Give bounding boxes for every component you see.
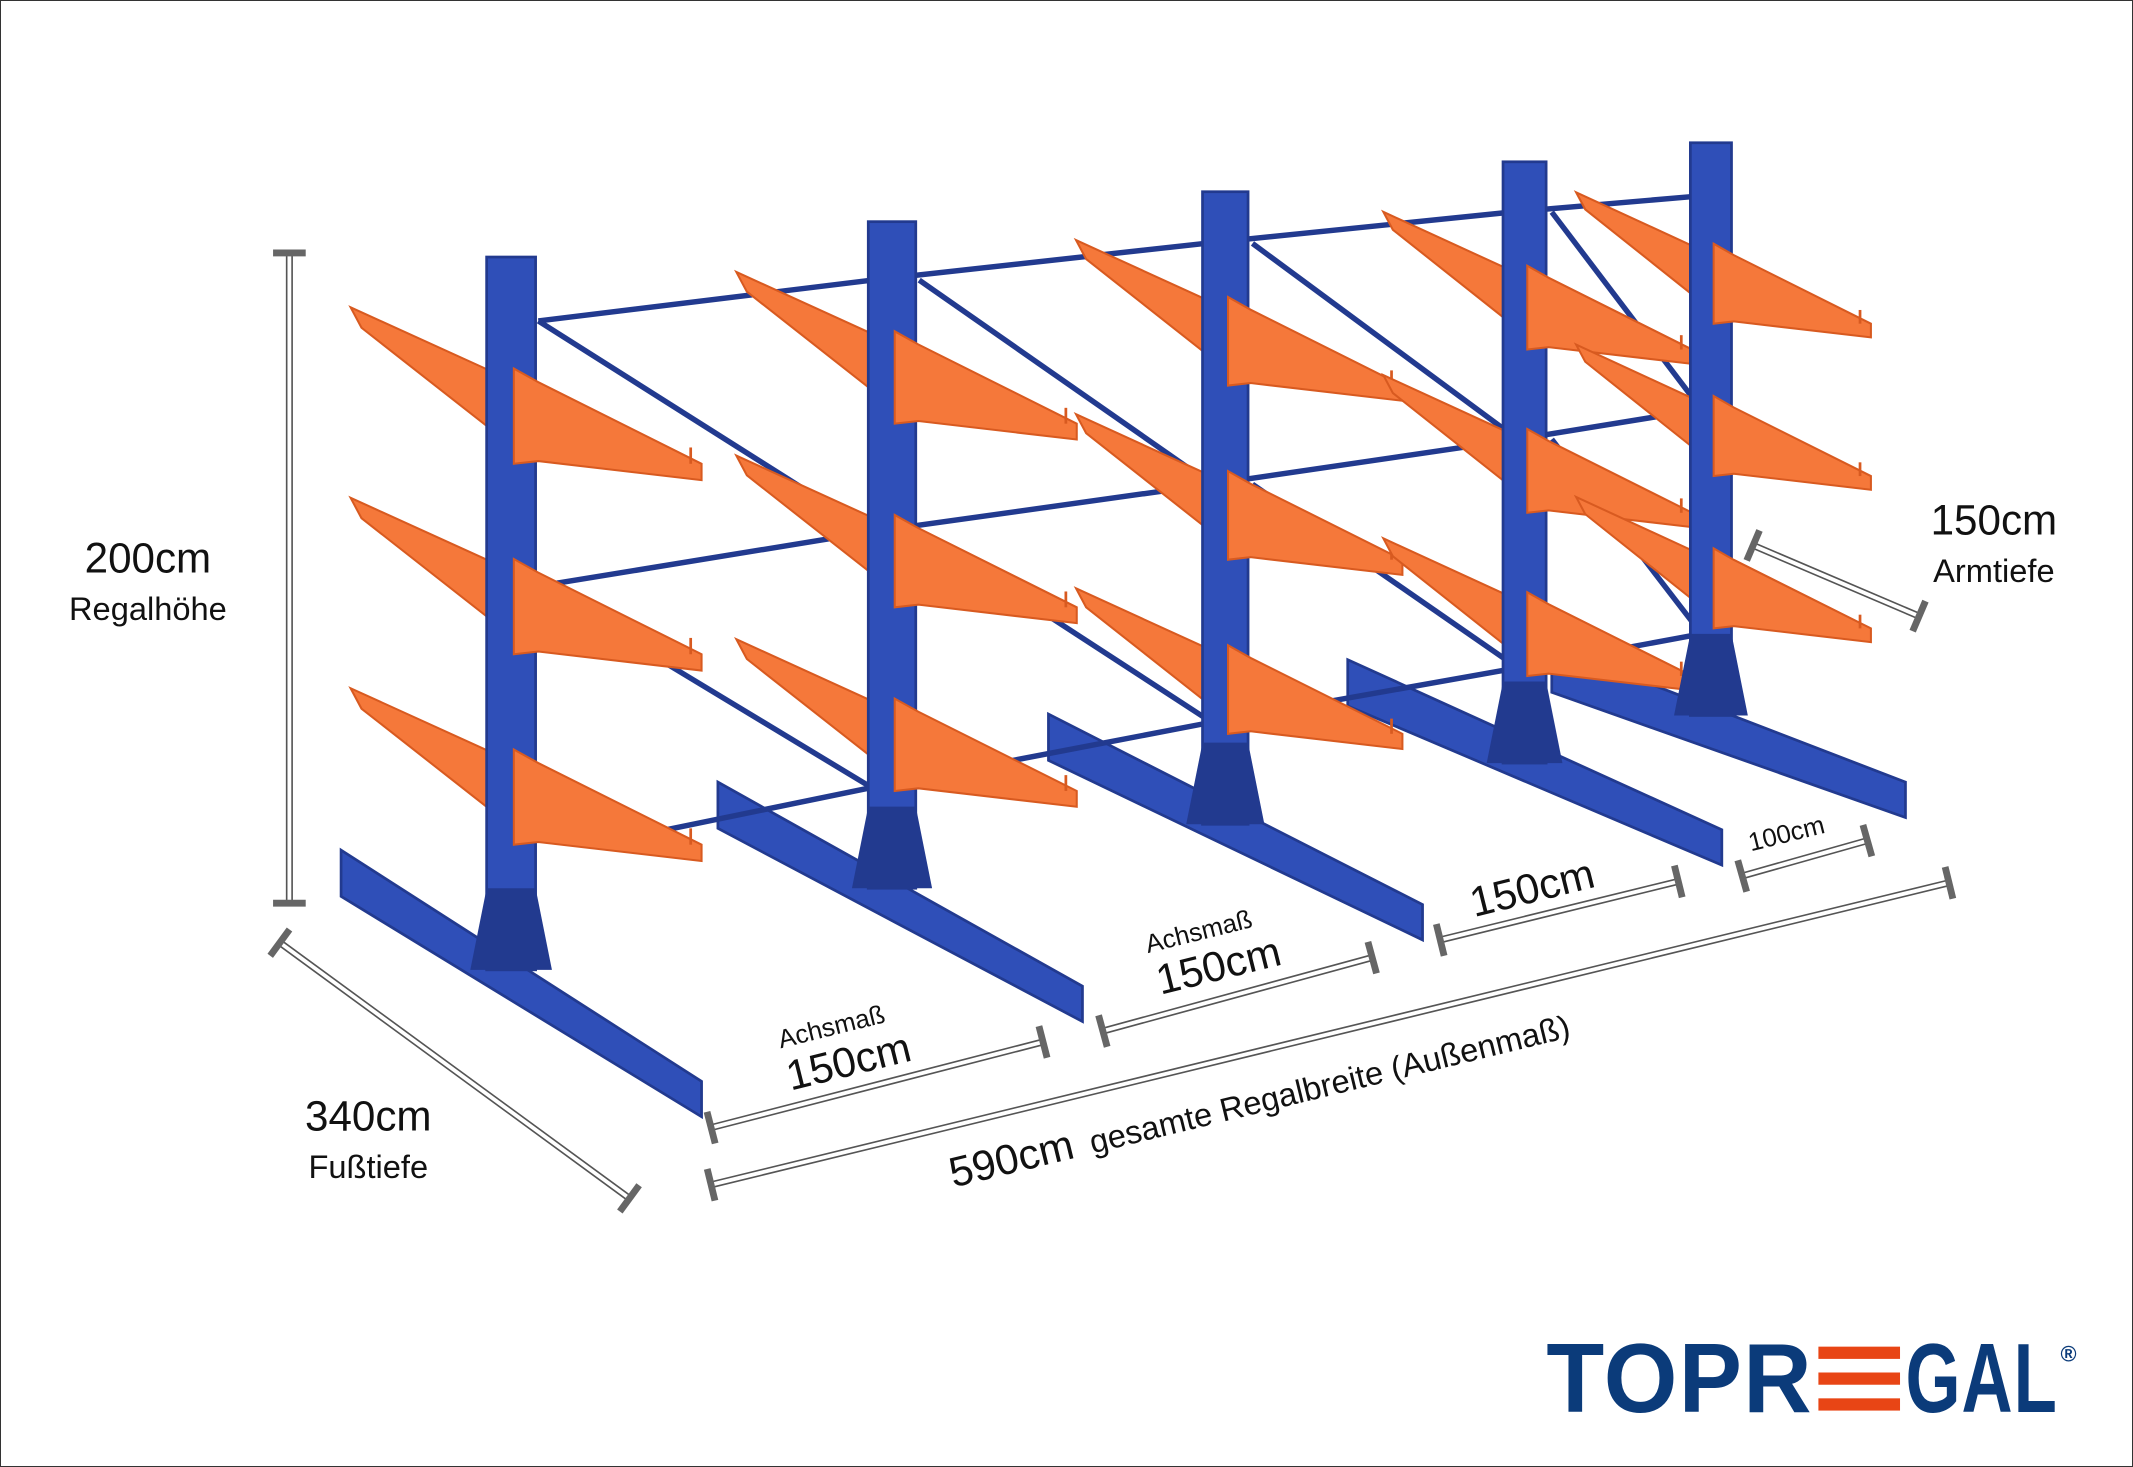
base-beam: [716, 779, 1084, 1024]
height-caption: Regalhöhe: [69, 590, 227, 627]
column-foot: [1186, 742, 1265, 825]
base-beam: [1047, 711, 1424, 943]
arm-right: [893, 329, 1078, 441]
arm-left: [1573, 190, 1702, 303]
arm-left: [348, 495, 502, 630]
arm-right: [512, 557, 703, 672]
dimension-line: [1103, 959, 1374, 1035]
dimension-line: [1751, 547, 1919, 620]
dimension-line: [1439, 877, 1678, 939]
foot-depth-value: 340cm: [305, 1092, 432, 1139]
dimension-line: [1440, 883, 1680, 944]
registered-mark: ®: [2061, 1342, 2077, 1367]
dimension-cap: [703, 1110, 719, 1145]
arm-left: [1073, 412, 1216, 537]
height-label: 200cm Regalhöhe: [69, 535, 227, 628]
diagonal-brace: [1549, 210, 1704, 412]
foot-depth-label: 340cm Fußtiefe: [305, 1092, 432, 1185]
dimension-lines: [267, 249, 1957, 1214]
arm-right: [1226, 295, 1404, 402]
dimension-cap: [1035, 1025, 1051, 1059]
arm-left: [348, 305, 502, 439]
base-beam: [1550, 644, 1907, 820]
dimension-line: [280, 939, 632, 1197]
dimension-line: [1101, 954, 1372, 1030]
arm-right: [1226, 643, 1404, 751]
dimension-cap: [1095, 1014, 1111, 1048]
height-value: 200cm: [85, 535, 212, 582]
column-foot: [470, 888, 552, 970]
column-foot: [851, 806, 933, 889]
arm-depth-value: 150cm: [1931, 497, 2058, 544]
dimension-cap: [1941, 866, 1957, 900]
topregal-logo: TOPR GAL ®: [1546, 1323, 2076, 1433]
dimension-cap: [1859, 823, 1876, 858]
arm-right: [893, 696, 1078, 808]
total-width-value: 590cm: [944, 1121, 1078, 1197]
overhang-value: 100cm: [1746, 811, 1828, 857]
base-beam: [339, 847, 703, 1120]
dimension-cap: [1734, 859, 1750, 893]
arm-right: [1526, 263, 1694, 366]
dimension-line: [711, 884, 1950, 1189]
diagonal-brace: [917, 277, 1214, 487]
dimension-cap: [703, 1168, 719, 1202]
dimension-cap: [617, 1183, 642, 1214]
dimension-line: [711, 1043, 1044, 1132]
arm-left: [348, 686, 502, 820]
arm-left: [733, 453, 883, 584]
arm-left: [1073, 237, 1216, 363]
base-beams: [339, 644, 1907, 1120]
dimension-line: [277, 944, 629, 1202]
arm-left: [733, 269, 883, 400]
arm-depth-label: 150cm Armtiefe: [1931, 497, 2058, 590]
dimension-cap: [1909, 599, 1929, 633]
arm-depth-caption: Armtiefe: [1933, 552, 2054, 589]
arm-left: [1380, 372, 1515, 491]
arm-right: [512, 366, 703, 482]
arm-right: [1712, 394, 1872, 491]
arm-right: [1712, 241, 1872, 339]
dimension-line: [1753, 542, 1921, 615]
foot-depth-caption: Fußtiefe: [308, 1148, 428, 1185]
diagonal-brace: [1250, 241, 1520, 442]
dimension-line: [710, 879, 1949, 1183]
dimension-cap: [1743, 529, 1763, 562]
arm-right: [1226, 469, 1404, 577]
overhang-label: 100cm: [1746, 811, 1828, 857]
arm-left: [733, 637, 883, 767]
dimension-cap: [267, 927, 293, 958]
arm-right: [512, 747, 703, 863]
axis-1-label: Achsmaß 150cm: [775, 1001, 915, 1100]
columns: [348, 141, 1872, 972]
svg-text:TOPR: TOPR: [1546, 1323, 1813, 1433]
dimension-line: [1742, 842, 1869, 880]
column-foot: [1486, 681, 1563, 764]
dimension-cap: [1364, 940, 1380, 975]
axis-2-label: Achsmaß 150cm: [1143, 905, 1286, 1003]
dimension-line: [710, 1038, 1043, 1126]
arm-right: [893, 513, 1078, 625]
dimension-cap: [1671, 864, 1686, 899]
dimension-line: [1741, 837, 1867, 875]
column-foot: [1674, 633, 1748, 716]
arm-right: [1712, 546, 1872, 644]
arm-left: [1380, 536, 1515, 655]
svg-text:GAL: GAL: [1905, 1323, 2057, 1433]
dimension-cap: [1433, 923, 1448, 957]
arm-left: [1380, 209, 1515, 328]
